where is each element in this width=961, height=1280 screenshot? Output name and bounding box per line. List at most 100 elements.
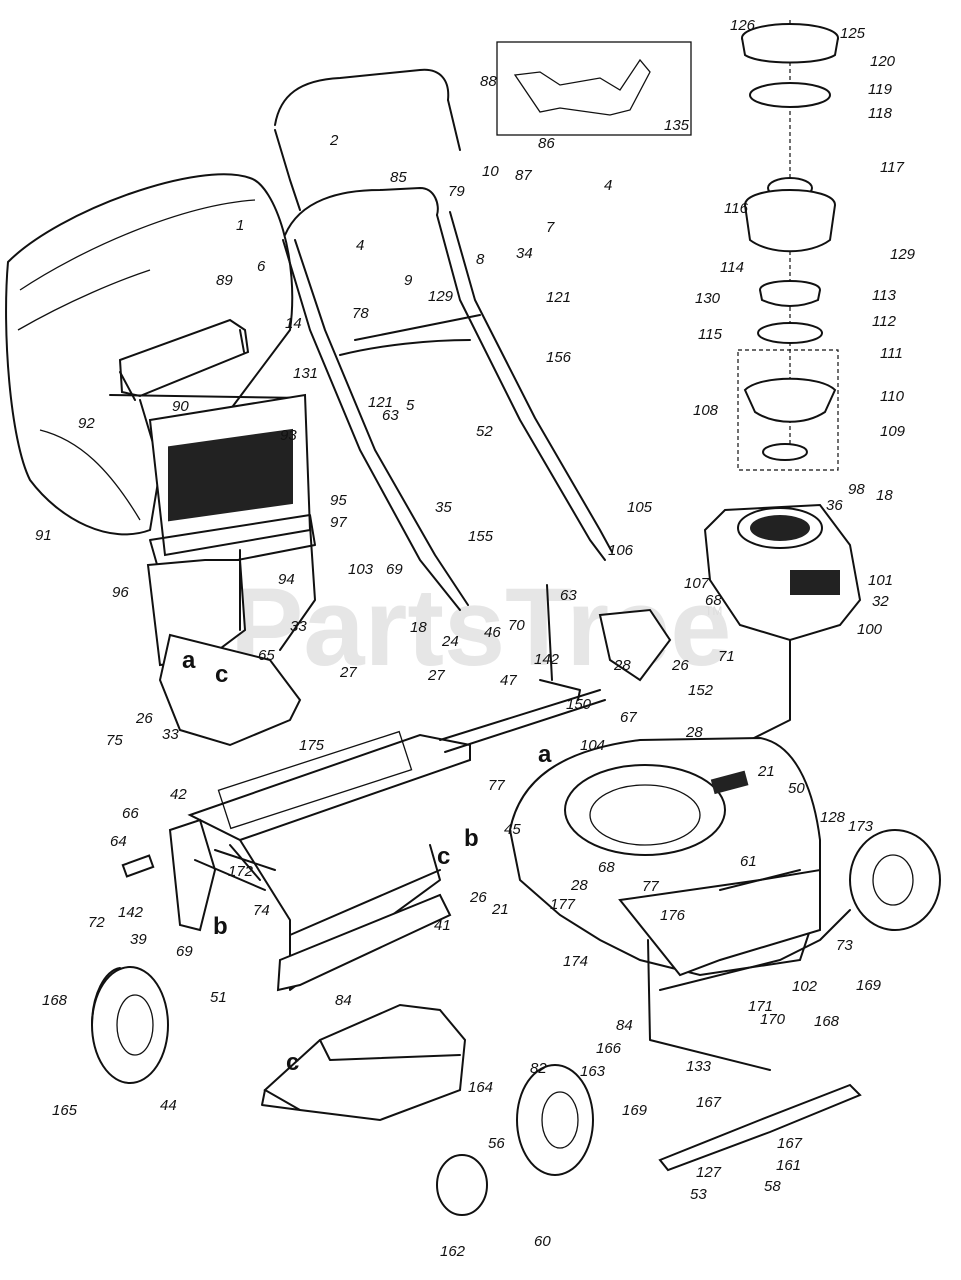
part-number-label: 33 — [290, 618, 307, 635]
part-number-label: 82 — [530, 1060, 547, 1077]
front-axle — [647, 909, 851, 1071]
part-number-label: 173 — [848, 818, 874, 835]
part-number-label: 74 — [253, 902, 270, 919]
part-number-label: 169 — [856, 977, 882, 994]
part-number-label: 129 — [890, 246, 916, 263]
blade — [658, 1083, 862, 1172]
connection-letter-label: c — [286, 1049, 299, 1076]
part-number-label: 85 — [390, 169, 407, 186]
part-number-label: 73 — [836, 937, 853, 954]
part-number-label: 69 — [386, 561, 403, 578]
part-number-label: 87 — [515, 167, 532, 184]
part-number-label: 152 — [688, 682, 714, 699]
part-number-label: 104 — [580, 737, 605, 754]
part-number-label: 97 — [330, 514, 347, 531]
part-number-label: 69 — [176, 943, 193, 960]
bag-frame — [109, 318, 306, 451]
part-number-label: 5 — [406, 397, 415, 414]
part-number-label: 107 — [684, 575, 710, 592]
part-number-label: 163 — [580, 1063, 606, 1080]
part-number-label: 100 — [857, 621, 883, 638]
part-number-label: 18 — [876, 487, 893, 504]
part-number-label: 161 — [776, 1157, 801, 1174]
part-number-label: 167 — [777, 1135, 803, 1152]
part-number-label: 58 — [764, 1178, 781, 1195]
part-number-label: 98 — [848, 481, 865, 498]
part-number-label: 111 — [880, 345, 903, 362]
part-number-label: 4 — [604, 177, 612, 194]
part-number-label: 61 — [740, 853, 757, 870]
part-number-label: 94 — [278, 571, 295, 588]
part-number-label: 14 — [285, 315, 302, 332]
part-number-label: 165 — [52, 1102, 78, 1119]
part-number-label: 133 — [686, 1058, 712, 1075]
part-number-label: 96 — [112, 584, 129, 601]
part-number-label: 89 — [216, 272, 233, 289]
part-number-label: 78 — [352, 305, 369, 322]
part-number-label: 105 — [627, 499, 653, 516]
part-number-label: 101 — [868, 572, 893, 589]
part-number-label: 114 — [720, 259, 744, 276]
part-number-label: 174 — [563, 953, 588, 970]
part-number-label: 129 — [428, 288, 454, 305]
part-number-label: 70 — [508, 617, 525, 634]
part-number-label: 88 — [480, 73, 497, 90]
part-number-label: 116 — [724, 200, 749, 217]
part-number-label: 109 — [880, 423, 906, 440]
part-number-label: 35 — [435, 499, 452, 516]
part-number-label: 91 — [35, 527, 52, 544]
part-number-label: 102 — [792, 978, 818, 995]
part-number-label: 115 — [698, 326, 723, 343]
part-number-label: 155 — [468, 528, 494, 545]
part-number-label: 71 — [718, 648, 735, 665]
part-number-label: 167 — [696, 1094, 722, 1111]
part-number-label: 117 — [880, 159, 905, 176]
part-number-label: 75 — [106, 732, 123, 749]
engine — [703, 503, 862, 746]
connection-letter-label: b — [464, 825, 479, 852]
part-number-label: 172 — [228, 863, 254, 880]
part-number-label: 142 — [118, 904, 144, 921]
connection-letter-label: a — [538, 741, 552, 768]
part-number-label: 2 — [329, 132, 339, 149]
part-number-label: 126 — [730, 17, 756, 34]
engine-exploded-view — [737, 20, 839, 471]
part-number-label: 24 — [441, 633, 459, 650]
part-number-label: 28 — [570, 877, 588, 894]
part-number-label: 135 — [664, 117, 690, 134]
part-number-label: 41 — [434, 917, 451, 934]
part-number-label: 86 — [538, 135, 555, 152]
part-number-label: 65 — [258, 647, 275, 664]
connection-letter-label: c — [215, 661, 228, 688]
part-number-label: 119 — [868, 81, 893, 98]
connection-letter-label: a — [182, 647, 196, 674]
height-adjuster-lever — [539, 584, 581, 701]
part-number-label: 53 — [690, 1186, 707, 1203]
side-discharge-chute — [261, 1003, 467, 1122]
part-number-label: 56 — [488, 1135, 505, 1152]
part-number-label: 131 — [293, 365, 318, 382]
part-number-label: 33 — [162, 726, 179, 743]
part-number-label: 170 — [760, 1011, 786, 1028]
part-number-label: 169 — [622, 1102, 648, 1119]
hubcap — [436, 1154, 488, 1216]
part-number-label: 67 — [620, 709, 637, 726]
part-number-label: 92 — [78, 415, 95, 432]
part-number-label: 175 — [299, 737, 325, 754]
part-number-label: 125 — [840, 25, 866, 42]
part-number-label: 110 — [880, 388, 905, 405]
part-number-label: 121 — [368, 394, 393, 411]
part-number-label: 168 — [42, 992, 68, 1009]
part-number-label: 52 — [476, 423, 493, 440]
part-number-label: 47 — [500, 672, 517, 689]
part-number-label: 50 — [788, 780, 805, 797]
part-number-label: 21 — [491, 901, 509, 918]
rear-door-frame — [146, 393, 316, 747]
part-number-label: 32 — [872, 593, 889, 610]
part-number-label: 1 — [236, 217, 244, 234]
part-number-label: 72 — [88, 914, 105, 931]
part-number-label: 34 — [516, 245, 533, 262]
connection-letter-label: b — [213, 913, 228, 940]
part-number-label: 46 — [484, 624, 501, 641]
